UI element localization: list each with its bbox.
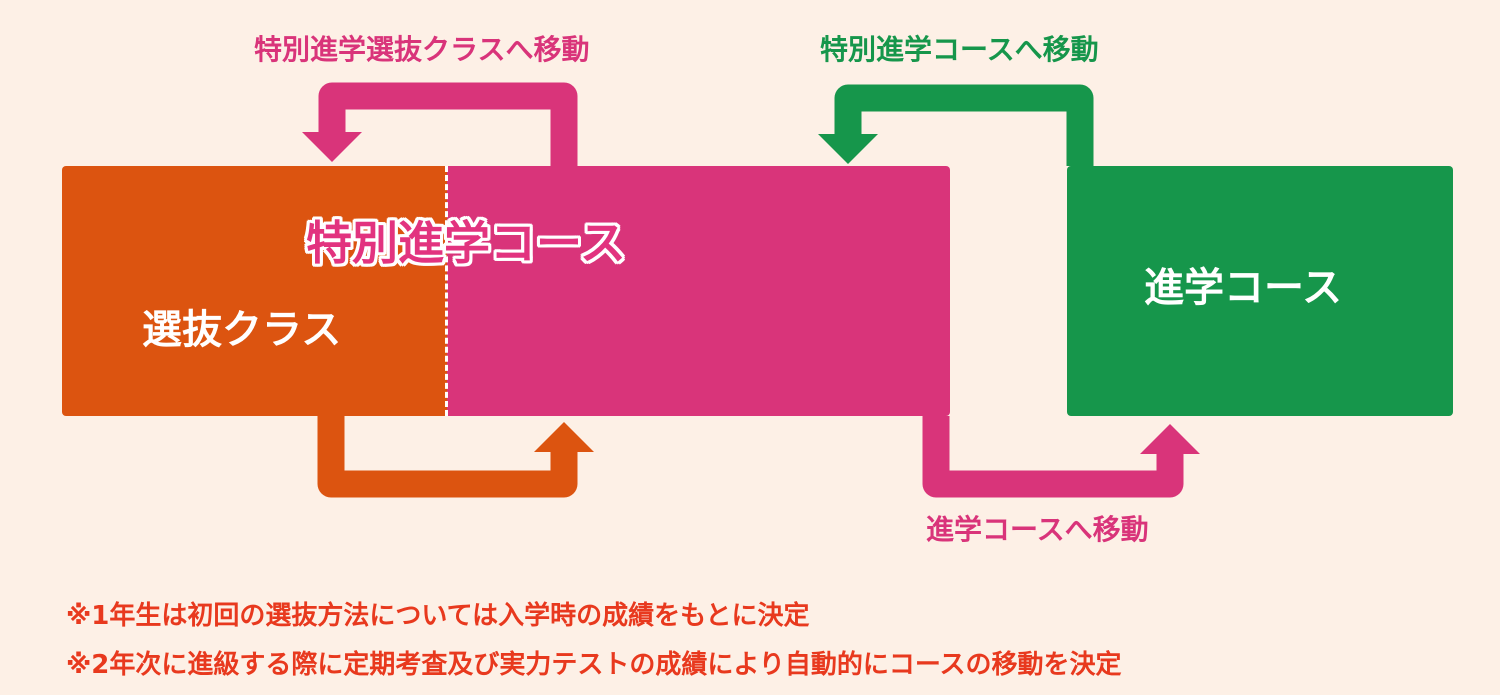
arrow-to-selection-class: [302, 82, 578, 166]
arrow-selection-to-special: [317, 416, 594, 498]
arrow-to-special-course: [818, 84, 1094, 166]
selection-class-title: 選抜クラス: [142, 307, 342, 353]
note-first-year: ※1年生は初回の選抜方法については入学時の成績をもとに決定: [66, 601, 810, 631]
boundary-dashed-line: [445, 166, 448, 416]
arrow-to-advanced-course: [922, 416, 1200, 498]
selection-class-box: [62, 166, 454, 416]
label-to-selection-class: 特別進学選抜クラスへ移動: [254, 33, 590, 66]
note-second-year: ※2年次に進級する際に定期考査及び実力テストの成績により自動的にコースの移動を決…: [66, 650, 1122, 680]
special-course-box: [447, 166, 950, 416]
advanced-course-box: [1067, 166, 1453, 416]
special-course-title: 特別進学コース: [306, 216, 626, 270]
label-to-advanced-course: 進学コースへ移動: [926, 513, 1149, 546]
advanced-course-title: 進学コース: [1144, 265, 1342, 311]
label-to-special-course: 特別進学コースへ移動: [820, 33, 1099, 66]
